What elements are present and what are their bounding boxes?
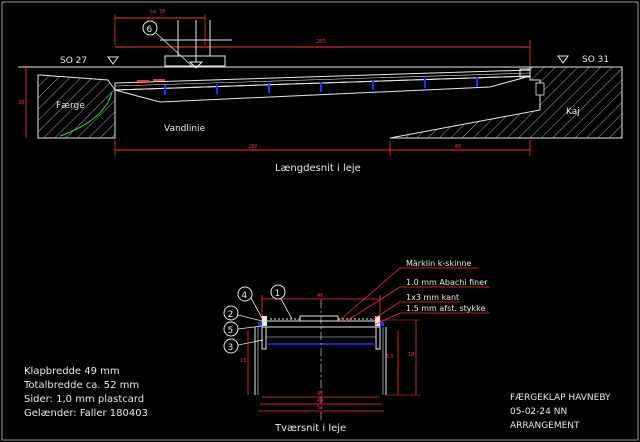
rail-track: [299, 315, 339, 322]
cross-title: Tværsnit i leje: [274, 423, 346, 434]
title-block: FÆRGEKLAP HAVNEBY 05-02-24 NN ARRANGEMEN…: [510, 393, 611, 431]
edge-right: [375, 316, 380, 326]
title-block-type: ARRANGEMENT: [510, 421, 580, 431]
callout-6-label: 6: [147, 25, 153, 35]
callout-4: [237, 286, 253, 302]
callout-5-label: 5: [228, 326, 234, 336]
dim-left-height: 30: [18, 100, 24, 106]
spec-line: Totalbredde ca. 52 mm: [23, 380, 139, 391]
side-wall-left: [261, 326, 267, 350]
dim-top: 46: [317, 293, 323, 299]
ferry-bow-curve: [59, 91, 113, 137]
quay: [389, 66, 623, 139]
title-block-name: FÆRGEKLAP HAVNEBY: [510, 393, 611, 403]
callout-3: [223, 338, 239, 354]
title-block-date: 05-02-24 NN: [510, 407, 567, 417]
callout-6: [142, 20, 158, 36]
callout-3-label: 3: [228, 343, 234, 353]
label-faerge: Færge: [56, 101, 85, 111]
edge-left: [262, 316, 267, 326]
callout-4-label: 4: [242, 291, 248, 301]
dim-right-a: 0,5: [386, 354, 394, 360]
label-so31: SO 31: [582, 55, 609, 65]
dim-top-small: ca. 38: [150, 9, 165, 15]
deck-posts: [164, 77, 478, 95]
deck-marker: [153, 79, 165, 81]
callout-2-label: 2: [228, 310, 234, 320]
dim-bottom-1: 46: [317, 391, 323, 397]
spec-line: Sider: 1,0 mm plastcard: [24, 394, 144, 405]
callout-2: [223, 305, 239, 321]
level-marker-left: [107, 56, 119, 65]
longitudinal-title: Længdesnit i leje: [275, 163, 361, 174]
label-vandlinie: Vandlinie: [164, 124, 206, 134]
note-1: Märklin k-skinne: [406, 259, 471, 268]
dim-right-b: 18: [408, 352, 414, 358]
note-3: 1x3 mm kant: [406, 293, 459, 302]
note-4: 1.5 mm afst. stykke: [406, 304, 486, 313]
post: [380, 322, 384, 326]
label-so27: SO 27: [60, 56, 87, 66]
bridge-deck: [114, 69, 531, 91]
dim-bottom-left: 280: [248, 144, 258, 150]
dim-span: 280: [316, 39, 326, 45]
dim-bottom-3: 52: [317, 405, 323, 411]
superstructure: [164, 55, 226, 67]
specifications: Klapbredde 49 mm Totalbredde ca. 52 mm S…: [23, 366, 148, 419]
callout-1-label: 1: [275, 289, 281, 299]
label-kaj: Kaj: [566, 107, 580, 117]
spec-line: Klapbredde 49 mm: [24, 366, 120, 377]
dim-left: 15: [240, 358, 246, 364]
spec-line: Gelænder: Faller 180403: [24, 408, 148, 419]
dim-bottom-2: 49: [317, 398, 323, 404]
deck-marker: [137, 80, 149, 82]
side-wall-right: [375, 326, 381, 350]
dim-bottom-right: 60: [455, 144, 461, 150]
cross-section: 46 46 49 52 15 0,5 18: [223, 259, 490, 434]
callout-1: [270, 284, 286, 300]
post: [258, 322, 262, 326]
quay-bearing: [535, 82, 545, 96]
bridge-underside: [114, 75, 531, 103]
longitudinal-section: ca. 38 280 6 SO 27 SO 31 Færge 30: [18, 9, 623, 174]
level-marker-right: [557, 55, 569, 64]
note-2: 1.0 mm Abachi finer: [406, 278, 488, 287]
